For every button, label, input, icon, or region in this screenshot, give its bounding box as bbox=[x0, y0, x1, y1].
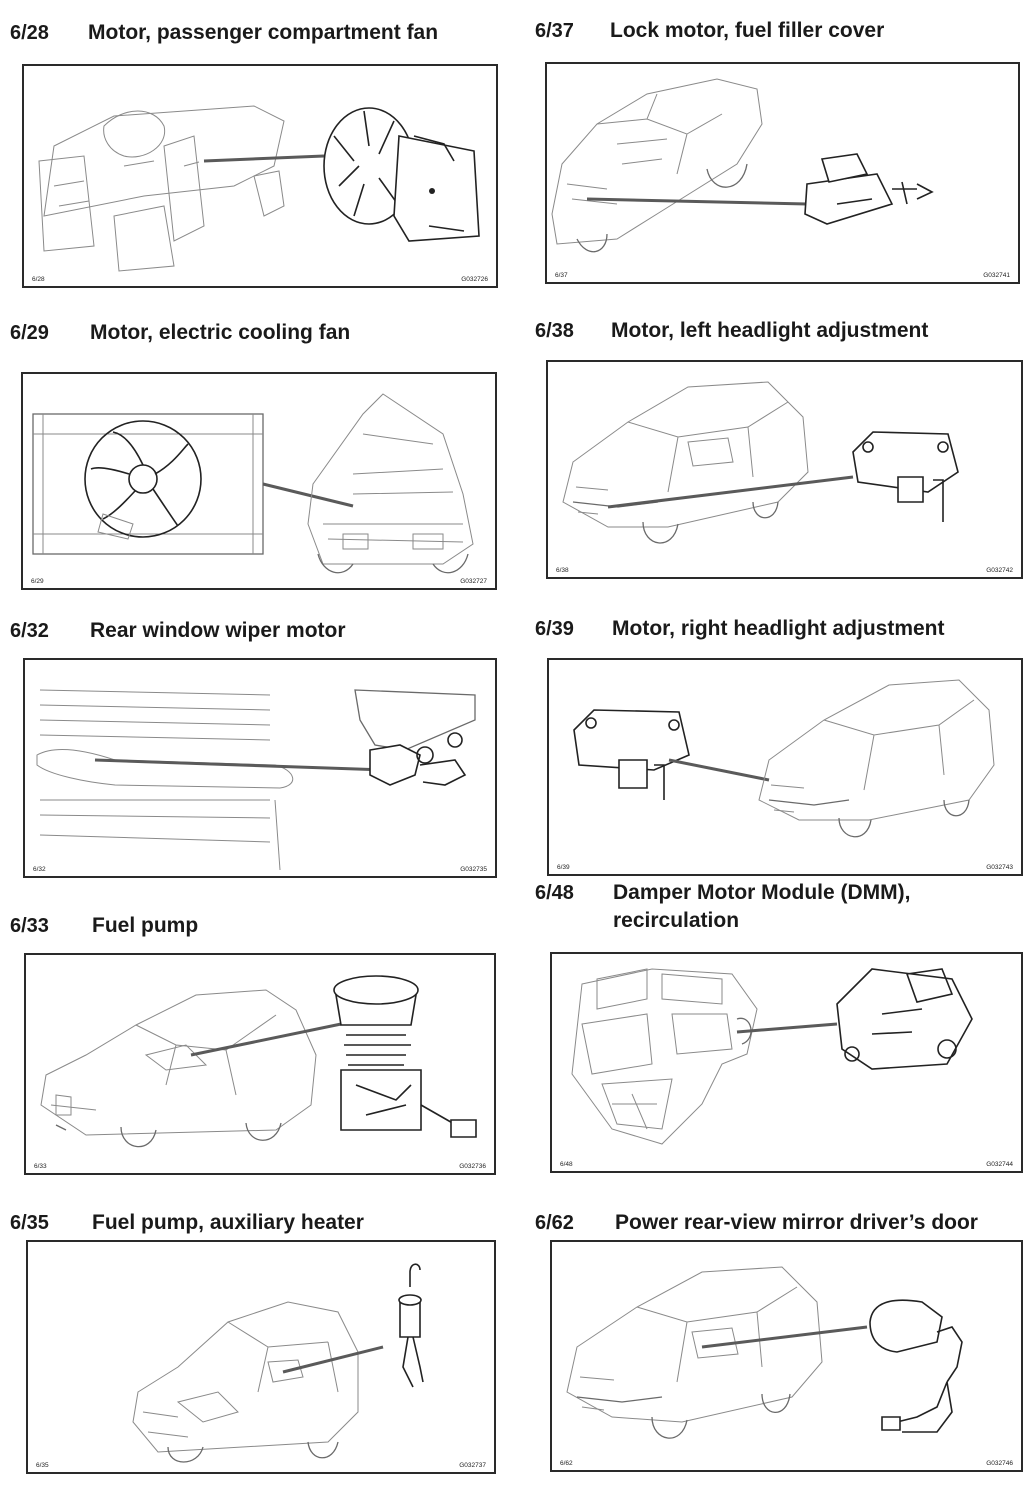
car-front-and-headlight-adjuster-motor-illustration-icon bbox=[562, 381, 959, 544]
figure-caption-right: G032743 bbox=[986, 864, 1013, 871]
item-code: 6/38 bbox=[535, 320, 574, 342]
figure-caption-left: 6/37 bbox=[555, 272, 568, 279]
item-6-38: 6/38 Motor, left headlight adjustment 6/… bbox=[535, 310, 1025, 580]
item-code: 6/62 bbox=[535, 1212, 574, 1234]
figure-caption-right: G032737 bbox=[459, 1462, 486, 1469]
tailgate-and-rear-wiper-motor-illustration-icon bbox=[36, 689, 476, 871]
item-code: 6/35 bbox=[10, 1212, 49, 1234]
item-6-33: 6/33 Fuel pump 6/33 G032736 bbox=[10, 905, 500, 1175]
figure-caption-left: 6/28 bbox=[32, 276, 45, 283]
figure-caption-left: 6/35 bbox=[36, 1462, 49, 1469]
sedan-and-fuel-filler-lock-motor-illustration-icon bbox=[551, 78, 934, 253]
item-6-48: 6/48 Damper Motor Module (DMM), recircul… bbox=[535, 880, 1025, 1175]
item-code: 6/39 bbox=[535, 618, 574, 640]
illustration-panel: 6/39 G032743 bbox=[547, 658, 1023, 876]
item-code: 6/33 bbox=[10, 915, 49, 937]
illustration-panel: 6/37 G032741 bbox=[545, 62, 1020, 284]
figure-caption-left: 6/38 bbox=[556, 567, 569, 574]
dashboard-and-blower-fan-motor-illustration-icon bbox=[38, 105, 480, 272]
item-code: 6/28 bbox=[10, 22, 49, 44]
item-code: 6/48 bbox=[535, 882, 574, 904]
item-title: Power rear-view mirror driver’s door bbox=[615, 1211, 978, 1234]
figure-caption-left: 6/29 bbox=[31, 578, 44, 585]
item-title-line-2: recirculation bbox=[613, 909, 740, 932]
item-6-62: 6/62 Power rear-view mirror driver’s doo… bbox=[535, 1200, 1025, 1480]
illustration-panel: 6/38 G032742 bbox=[546, 360, 1023, 579]
illustration-panel: 6/48 G032744 bbox=[550, 952, 1023, 1173]
item-6-37: 6/37 Lock motor, fuel filler cover 6/37 … bbox=[535, 14, 1025, 286]
item-code: 6/37 bbox=[535, 20, 574, 42]
illustration-panel: 6/32 G032735 bbox=[23, 658, 497, 878]
headlight-adjuster-motor-and-car-front-illustration-icon bbox=[573, 679, 995, 838]
car-cutaway-and-fuel-pump-module-illustration-icon bbox=[40, 975, 477, 1148]
item-6-35: 6/35 Fuel pump, auxiliary heater 6/35 G0… bbox=[10, 1200, 500, 1480]
item-title: Rear window wiper motor bbox=[90, 619, 346, 642]
item-title-line-1: Damper Motor Module (DMM), bbox=[613, 881, 911, 904]
item-code: 6/29 bbox=[10, 322, 49, 344]
item-title: Motor, left headlight adjustment bbox=[611, 319, 929, 342]
item-title: Fuel pump bbox=[92, 914, 199, 937]
item-code: 6/32 bbox=[10, 620, 49, 642]
item-title: Fuel pump, auxiliary heater bbox=[92, 1211, 364, 1234]
item-6-39: 6/39 Motor, right headlight adjustment 6… bbox=[535, 610, 1025, 880]
car-cutaway-and-auxiliary-fuel-pump-illustration-icon bbox=[132, 1263, 424, 1463]
figure-caption-right: G032726 bbox=[461, 276, 488, 283]
heater-unit-and-damper-motor-illustration-icon bbox=[571, 968, 973, 1145]
item-title: Motor, electric cooling fan bbox=[90, 321, 351, 344]
figure-caption-left: 6/48 bbox=[560, 1161, 573, 1168]
item-title: Motor, passenger compartment fan bbox=[88, 21, 439, 44]
figure-caption-right: G032735 bbox=[460, 866, 487, 873]
figure-caption-left: 6/39 bbox=[557, 864, 570, 871]
item-6-32: 6/32 Rear window wiper motor 6/32 G03273… bbox=[10, 610, 500, 880]
figure-caption-left: 6/32 bbox=[33, 866, 46, 873]
item-title: Lock motor, fuel filler cover bbox=[610, 19, 885, 42]
figure-caption-right: G032741 bbox=[983, 272, 1010, 279]
illustration-panel: 6/29 G032727 bbox=[21, 372, 497, 590]
item-6-29: 6/29 Motor, electric cooling fan 6/29 G0… bbox=[10, 310, 500, 590]
illustration-panel: 6/28 G032726 bbox=[22, 64, 498, 288]
illustration-panel: 6/62 G032746 bbox=[550, 1240, 1023, 1472]
figure-caption-right: G032746 bbox=[986, 1460, 1013, 1467]
figure-caption-right: G032744 bbox=[986, 1161, 1013, 1168]
figure-caption-right: G032742 bbox=[986, 567, 1013, 574]
item-title: Motor, right headlight adjustment bbox=[612, 617, 945, 640]
car-and-door-mirror-illustration-icon bbox=[566, 1266, 963, 1439]
illustration-panel: 6/33 G032736 bbox=[24, 953, 496, 1175]
figure-caption-left: 6/62 bbox=[560, 1460, 573, 1467]
figure-caption-right: G032727 bbox=[460, 578, 487, 585]
illustration-panel: 6/35 G032737 bbox=[26, 1240, 496, 1474]
radiator-cooling-fan-and-engine-bay-illustration-icon bbox=[32, 393, 474, 574]
figure-caption-left: 6/33 bbox=[34, 1163, 47, 1170]
figure-caption-right: G032736 bbox=[459, 1163, 486, 1170]
item-6-28: 6/28 Motor, passenger compartment fan 6/… bbox=[10, 14, 500, 288]
